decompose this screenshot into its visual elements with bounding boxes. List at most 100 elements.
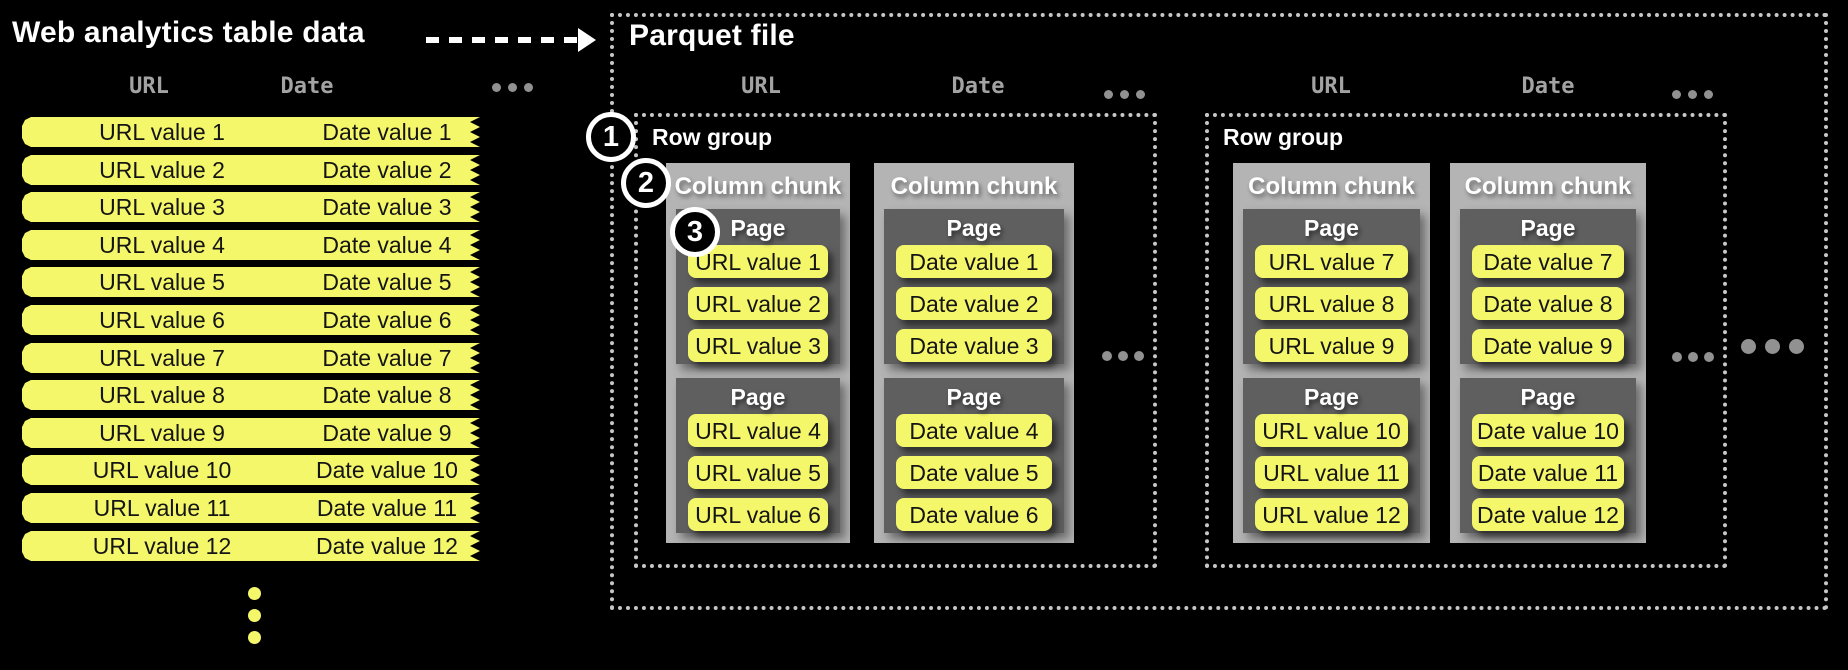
value-chip: Date value 11 bbox=[1472, 456, 1624, 489]
rowgroup2-column-header-date: Date bbox=[1521, 74, 1575, 99]
page: Page Date value 1 Date value 2 Date valu… bbox=[884, 209, 1064, 364]
table-row: URL value 10 Date value 10 bbox=[22, 455, 480, 485]
row-group: Row group bbox=[634, 113, 1157, 568]
cell-url: URL value 9 bbox=[99, 420, 225, 446]
value-chip: Date value 10 bbox=[1472, 414, 1624, 447]
cell-date: Date value 11 bbox=[316, 495, 458, 521]
table-row: URL value 9 Date value 9 bbox=[22, 418, 480, 448]
value-chip: Date value 4 bbox=[896, 414, 1052, 447]
value-chip: URL value 2 bbox=[688, 287, 828, 320]
cell-date: Date value 4 bbox=[322, 232, 452, 258]
table-row: URL value 8 Date value 8 bbox=[22, 380, 480, 410]
page: Page Date value 10 Date value 11 Date va… bbox=[1460, 378, 1636, 533]
column-chunk-label: Column chunk bbox=[674, 173, 842, 200]
cell-url: URL value 6 bbox=[99, 307, 225, 333]
table-row: URL value 3 Date value 3 bbox=[22, 192, 480, 222]
more-columns-ellipsis-icon bbox=[1104, 90, 1145, 99]
table-row: URL value 5 Date value 5 bbox=[22, 267, 480, 297]
dashed-arrow-line bbox=[426, 37, 579, 43]
value-chip: URL value 6 bbox=[688, 498, 828, 531]
rowgroup1-column-header-date: Date bbox=[951, 74, 1005, 99]
page-label: Page bbox=[1304, 384, 1359, 410]
cell-date: Date value 5 bbox=[322, 269, 452, 295]
more-columns-ellipsis-icon bbox=[492, 83, 533, 92]
value-chip: Date value 9 bbox=[1472, 329, 1624, 362]
table-row: URL value 4 Date value 4 bbox=[22, 230, 480, 260]
page: Page URL value 7 URL value 8 URL value 9 bbox=[1243, 209, 1420, 364]
row-group: Row group bbox=[1205, 113, 1727, 568]
column-chunk-label: Column chunk bbox=[1248, 173, 1415, 200]
value-chip: URL value 1 bbox=[688, 245, 828, 278]
value-chip: URL value 10 bbox=[1255, 414, 1408, 447]
cell-url: URL value 12 bbox=[92, 533, 232, 559]
parquet-file-title: Parquet file bbox=[629, 19, 795, 52]
more-columns-ellipsis-icon bbox=[1672, 90, 1713, 99]
value-chip: URL value 8 bbox=[1255, 287, 1408, 320]
callout-2-column-chunk: 2 bbox=[621, 158, 671, 208]
source-column-header-date: Date bbox=[280, 74, 334, 99]
page-label: Page bbox=[730, 384, 786, 410]
value-chip: URL value 9 bbox=[1255, 329, 1408, 362]
page-label: Page bbox=[1520, 215, 1576, 241]
cell-url: URL value 8 bbox=[99, 382, 225, 408]
value-chip: URL value 12 bbox=[1255, 498, 1408, 531]
cell-url: URL value 7 bbox=[99, 345, 225, 371]
value-chip: Date value 2 bbox=[896, 287, 1052, 320]
cell-date: Date value 1 bbox=[322, 119, 452, 145]
value-chip: Date value 5 bbox=[896, 456, 1052, 489]
value-chip: Date value 8 bbox=[1472, 287, 1624, 320]
cell-date: Date value 3 bbox=[322, 194, 452, 220]
parquet-file-container bbox=[610, 13, 1828, 610]
value-chip: Date value 7 bbox=[1472, 245, 1624, 278]
cell-url: URL value 2 bbox=[99, 157, 225, 183]
cell-date: Date value 9 bbox=[322, 420, 452, 446]
cell-url: URL value 5 bbox=[99, 269, 225, 295]
rowgroup1-column-header-url: URL bbox=[741, 74, 781, 99]
column-chunk: Column chunk Page Date value 1 Date valu… bbox=[874, 163, 1074, 543]
more-row-groups-ellipsis-icon bbox=[1741, 339, 1804, 354]
callout-3-page: 3 bbox=[670, 207, 720, 257]
value-chip: URL value 7 bbox=[1255, 245, 1408, 278]
page-label: Page bbox=[946, 215, 1002, 241]
cell-url: URL value 1 bbox=[99, 119, 225, 145]
table-row: URL value 1 Date value 1 bbox=[22, 117, 480, 147]
cell-url: URL value 4 bbox=[99, 232, 225, 258]
value-chip: Date value 12 bbox=[1472, 498, 1624, 531]
cell-url: URL value 10 bbox=[92, 457, 232, 483]
page-label: Page bbox=[730, 215, 786, 241]
row-group-label: Row group bbox=[1223, 124, 1344, 150]
dashed-arrow-head-icon bbox=[578, 28, 596, 52]
value-chip: URL value 4 bbox=[688, 414, 828, 447]
page: Page URL value 10 URL value 11 URL value… bbox=[1243, 378, 1420, 533]
value-chip: URL value 11 bbox=[1255, 456, 1408, 489]
cell-date: Date value 6 bbox=[322, 307, 452, 333]
value-chip: Date value 3 bbox=[896, 329, 1052, 362]
page: Page URL value 1 URL value 2 URL value 3 bbox=[676, 209, 840, 364]
page-label: Page bbox=[946, 384, 1002, 410]
value-chip: URL value 3 bbox=[688, 329, 828, 362]
page: Page Date value 4 Date value 5 Date valu… bbox=[884, 378, 1064, 533]
column-chunk-label: Column chunk bbox=[890, 173, 1058, 200]
table-row: URL value 7 Date value 7 bbox=[22, 343, 480, 373]
table-row: URL value 11 Date value 11 bbox=[22, 493, 480, 523]
cell-url: URL value 3 bbox=[99, 194, 225, 220]
more-chunks-ellipsis-icon bbox=[1672, 352, 1714, 362]
page: Page Date value 7 Date value 8 Date valu… bbox=[1460, 209, 1636, 364]
cell-date: Date value 12 bbox=[316, 533, 458, 559]
rowgroup2-column-header-url: URL bbox=[1311, 74, 1351, 99]
source-column-header-url: URL bbox=[129, 74, 169, 99]
column-chunk-label: Column chunk bbox=[1464, 173, 1632, 200]
source-table-title: Web analytics table data bbox=[12, 16, 365, 49]
value-chip: Date value 6 bbox=[896, 498, 1052, 531]
page-label: Page bbox=[1520, 384, 1576, 410]
value-chip: URL value 5 bbox=[688, 456, 828, 489]
table-row: URL value 6 Date value 6 bbox=[22, 305, 480, 335]
table-row: URL value 2 Date value 2 bbox=[22, 155, 480, 185]
cell-url: URL value 11 bbox=[93, 495, 231, 521]
column-chunk: Column chunk Page Date value 7 Date valu… bbox=[1450, 163, 1646, 543]
table-row: URL value 12 Date value 12 bbox=[22, 531, 480, 561]
cell-date: Date value 8 bbox=[322, 382, 452, 408]
cell-date: Date value 10 bbox=[316, 457, 458, 483]
callout-1-row-group: 1 bbox=[586, 112, 636, 162]
